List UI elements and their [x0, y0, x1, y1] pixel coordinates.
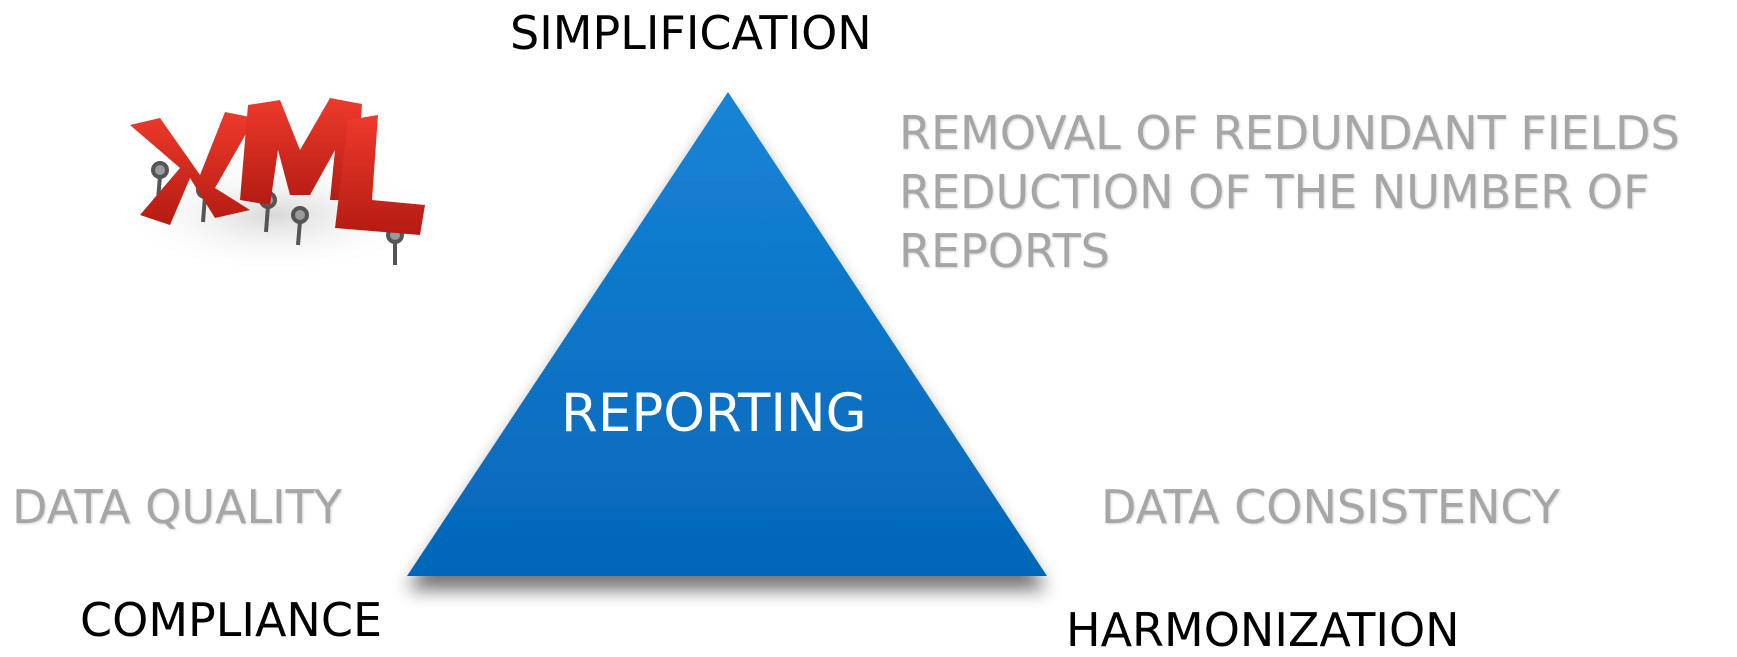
label-simplification: SIMPLIFICATION	[510, 6, 872, 60]
note-line-2: REDUCTION OF THE NUMBER OF	[899, 165, 1650, 219]
note-line-1: REMOVAL OF REDUNDANT FIELDS	[899, 106, 1680, 160]
label-harmonization: HARMONIZATION	[1066, 603, 1460, 657]
note-data-quality: DATA QUALITY	[12, 480, 342, 534]
simplification-notes: REMOVAL OF REDUNDANT FIELDS REDUCTION OF…	[899, 104, 1680, 281]
label-compliance: COMPLIANCE	[80, 593, 383, 647]
note-line-3: REPORTS	[899, 224, 1110, 278]
note-data-consistency: DATA CONSISTENCY	[1101, 480, 1560, 534]
xml-logo-picture	[115, 98, 435, 275]
reporting-triangle	[407, 92, 1047, 576]
label-reporting: REPORTING	[561, 383, 867, 444]
